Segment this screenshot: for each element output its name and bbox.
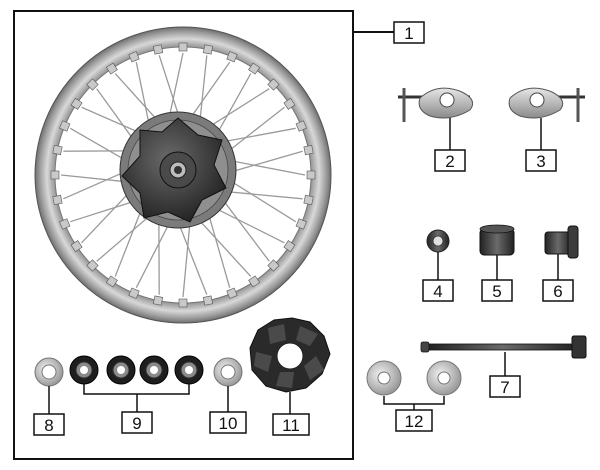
- spoke-nipple: [86, 259, 99, 272]
- callout-10: 10: [209, 411, 247, 434]
- svg-text:4: 4: [433, 282, 442, 301]
- spoke-nipple: [50, 170, 60, 180]
- svg-text:1: 1: [404, 24, 413, 43]
- spoke-nipple: [248, 62, 261, 75]
- spoke-nipple: [105, 62, 118, 75]
- svg-text:3: 3: [536, 152, 545, 171]
- callout-5: 5: [481, 279, 513, 302]
- spoke-nipple: [59, 218, 71, 230]
- callout-11: 11: [272, 413, 310, 436]
- spoke-nipple: [128, 51, 140, 63]
- spoke-nipple: [105, 275, 118, 288]
- svg-text:12: 12: [405, 412, 424, 431]
- spoke-nipple: [267, 259, 280, 272]
- callout-2: 2: [434, 149, 466, 172]
- bearing-bore: [185, 366, 193, 374]
- spoke-nipple: [303, 194, 314, 206]
- svg-text:6: 6: [553, 282, 562, 301]
- small-bushing-illustration: [426, 229, 450, 253]
- spoke-nipple: [295, 120, 307, 132]
- callout-7: 7: [489, 375, 521, 398]
- washer-right-illustration: [213, 357, 243, 387]
- spoke-nipple: [226, 287, 238, 299]
- svg-text:10: 10: [219, 414, 238, 433]
- spoke-nipple: [70, 240, 83, 253]
- callout-12: 12: [395, 409, 433, 432]
- spoke-nipple: [178, 298, 188, 308]
- callout-8: 8: [33, 413, 65, 436]
- spoke-nipple: [202, 295, 214, 306]
- callout-6: 6: [542, 279, 574, 302]
- svg-text:7: 7: [500, 378, 509, 397]
- leader-9: [83, 384, 190, 412]
- spoke-nipple: [248, 275, 261, 288]
- collar-illustration: [479, 224, 515, 256]
- bearing-bore: [117, 366, 125, 374]
- callout-1: 1: [393, 21, 425, 44]
- axle-adjuster-left-illustration: [398, 87, 474, 122]
- callout-4: 4: [422, 279, 454, 302]
- wheel-illustration: [34, 26, 332, 324]
- flanged-collar-illustration: [544, 225, 579, 259]
- spoke-nipple: [267, 78, 280, 91]
- axle-bolt-illustration: [420, 335, 587, 359]
- spoke-nipple: [295, 218, 307, 230]
- spoke-nipple: [283, 97, 296, 110]
- leader-12: [383, 396, 445, 410]
- assembly-frame: [13, 10, 354, 460]
- spoke-nipple: [152, 44, 164, 55]
- spoke-nipple: [178, 42, 188, 52]
- spoke-nipple: [152, 295, 164, 306]
- spoke-nipple: [283, 240, 296, 253]
- bearings-illustration: [69, 355, 204, 385]
- spoke-nipple: [202, 44, 214, 55]
- svg-text:5: 5: [492, 282, 501, 301]
- spoke-nipple: [303, 144, 314, 156]
- svg-text:8: 8: [44, 416, 53, 435]
- spoke-nipple: [59, 120, 71, 132]
- callout-9: 9: [121, 411, 153, 434]
- spoke-nipple: [52, 144, 63, 156]
- axle-adjuster-right-illustration: [508, 87, 585, 122]
- bearing-bore: [80, 366, 88, 374]
- spoke-nipple: [70, 97, 83, 110]
- bearing-bore: [150, 366, 158, 374]
- spoke-nipple: [52, 194, 63, 206]
- svg-text:9: 9: [132, 414, 141, 433]
- cush-drive-illustration: [249, 317, 331, 393]
- flat-washers-illustration: [366, 360, 462, 396]
- spoke-nipple: [86, 78, 99, 91]
- spoke-nipple: [226, 51, 238, 63]
- svg-text:2: 2: [445, 152, 454, 171]
- spoke-nipple: [306, 170, 316, 180]
- spoke-nipple: [128, 287, 140, 299]
- callout-3: 3: [525, 149, 557, 172]
- svg-text:11: 11: [282, 416, 300, 435]
- washer-left-illustration: [34, 357, 64, 387]
